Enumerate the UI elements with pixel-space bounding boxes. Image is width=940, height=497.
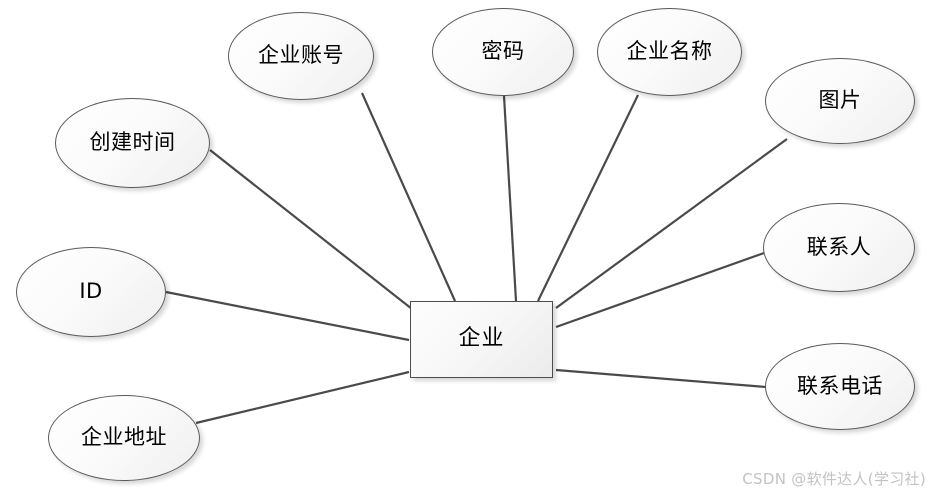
entity-node-enterprise[interactable]: 企业 (410, 301, 553, 378)
edge-enterprise-address (195, 370, 410, 425)
attribute-node-label: 联系人 (806, 234, 872, 259)
edge-id (165, 290, 410, 342)
attribute-node-label: 图片 (818, 88, 862, 113)
edge-image (555, 138, 788, 309)
edge-contact-person (555, 251, 765, 329)
edge-create-time (209, 149, 413, 310)
attribute-node-image[interactable]: 图片 (765, 58, 915, 144)
attribute-node-password[interactable]: 密码 (432, 8, 574, 96)
attribute-node-label: 企业名称 (626, 39, 713, 64)
edge-contact-phone (555, 368, 767, 389)
attribute-node-contact-person[interactable]: 联系人 (763, 203, 915, 292)
attribute-node-label: 创建时间 (89, 130, 176, 155)
edge-enterprise-name (537, 94, 639, 302)
watermark-text: CSDN @软件达人(学习社) (742, 470, 926, 488)
edge-enterprise-account (360, 92, 457, 302)
attribute-node-label: 密码 (481, 39, 525, 64)
attribute-node-label: ID (79, 279, 103, 304)
attribute-node-enterprise-account[interactable]: 企业账号 (228, 12, 374, 100)
attribute-node-create-time[interactable]: 创建时间 (55, 98, 210, 188)
attribute-node-enterprise-name[interactable]: 企业名称 (597, 8, 742, 96)
attribute-node-id[interactable]: ID (16, 247, 166, 337)
attribute-node-label: 企业账号 (258, 43, 344, 68)
edge-password (502, 95, 518, 302)
attribute-node-label: 联系电话 (797, 373, 883, 398)
attribute-node-enterprise-address[interactable]: 企业地址 (48, 395, 200, 481)
entity-node-label: 企业 (458, 326, 505, 352)
attribute-node-label: 企业地址 (81, 425, 167, 450)
attribute-node-contact-phone[interactable]: 联系电话 (765, 343, 915, 430)
